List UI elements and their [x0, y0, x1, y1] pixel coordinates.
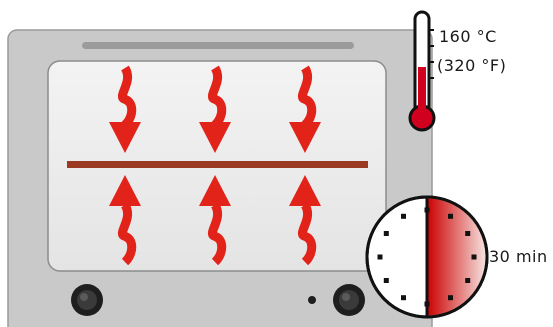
oven-knob-icon: [333, 284, 365, 316]
timer-tick: [378, 255, 383, 260]
timer-tick: [448, 214, 453, 219]
timer-tick: [425, 302, 430, 307]
timer-icon: [367, 197, 487, 317]
temperature-fahrenheit-label: (320 °F): [437, 56, 506, 75]
timer-duration-label: 30 min: [489, 247, 548, 266]
timer-tick: [401, 214, 406, 219]
temperature-celsius-label: 160 °C: [439, 27, 497, 46]
timer-tick: [472, 255, 477, 260]
timer-tick: [465, 231, 470, 236]
oven-door-handle: [82, 42, 354, 49]
timer-tick: [448, 295, 453, 300]
timer-tick: [465, 278, 470, 283]
timer-tick: [384, 231, 389, 236]
timer-tick: [401, 295, 406, 300]
timer-tick: [384, 278, 389, 283]
thermometer-icon: [410, 12, 434, 130]
oven-indicator-light: [308, 296, 316, 304]
oven-rack: [67, 161, 368, 168]
timer-tick: [425, 208, 430, 213]
oven-knob-icon: [71, 284, 103, 316]
